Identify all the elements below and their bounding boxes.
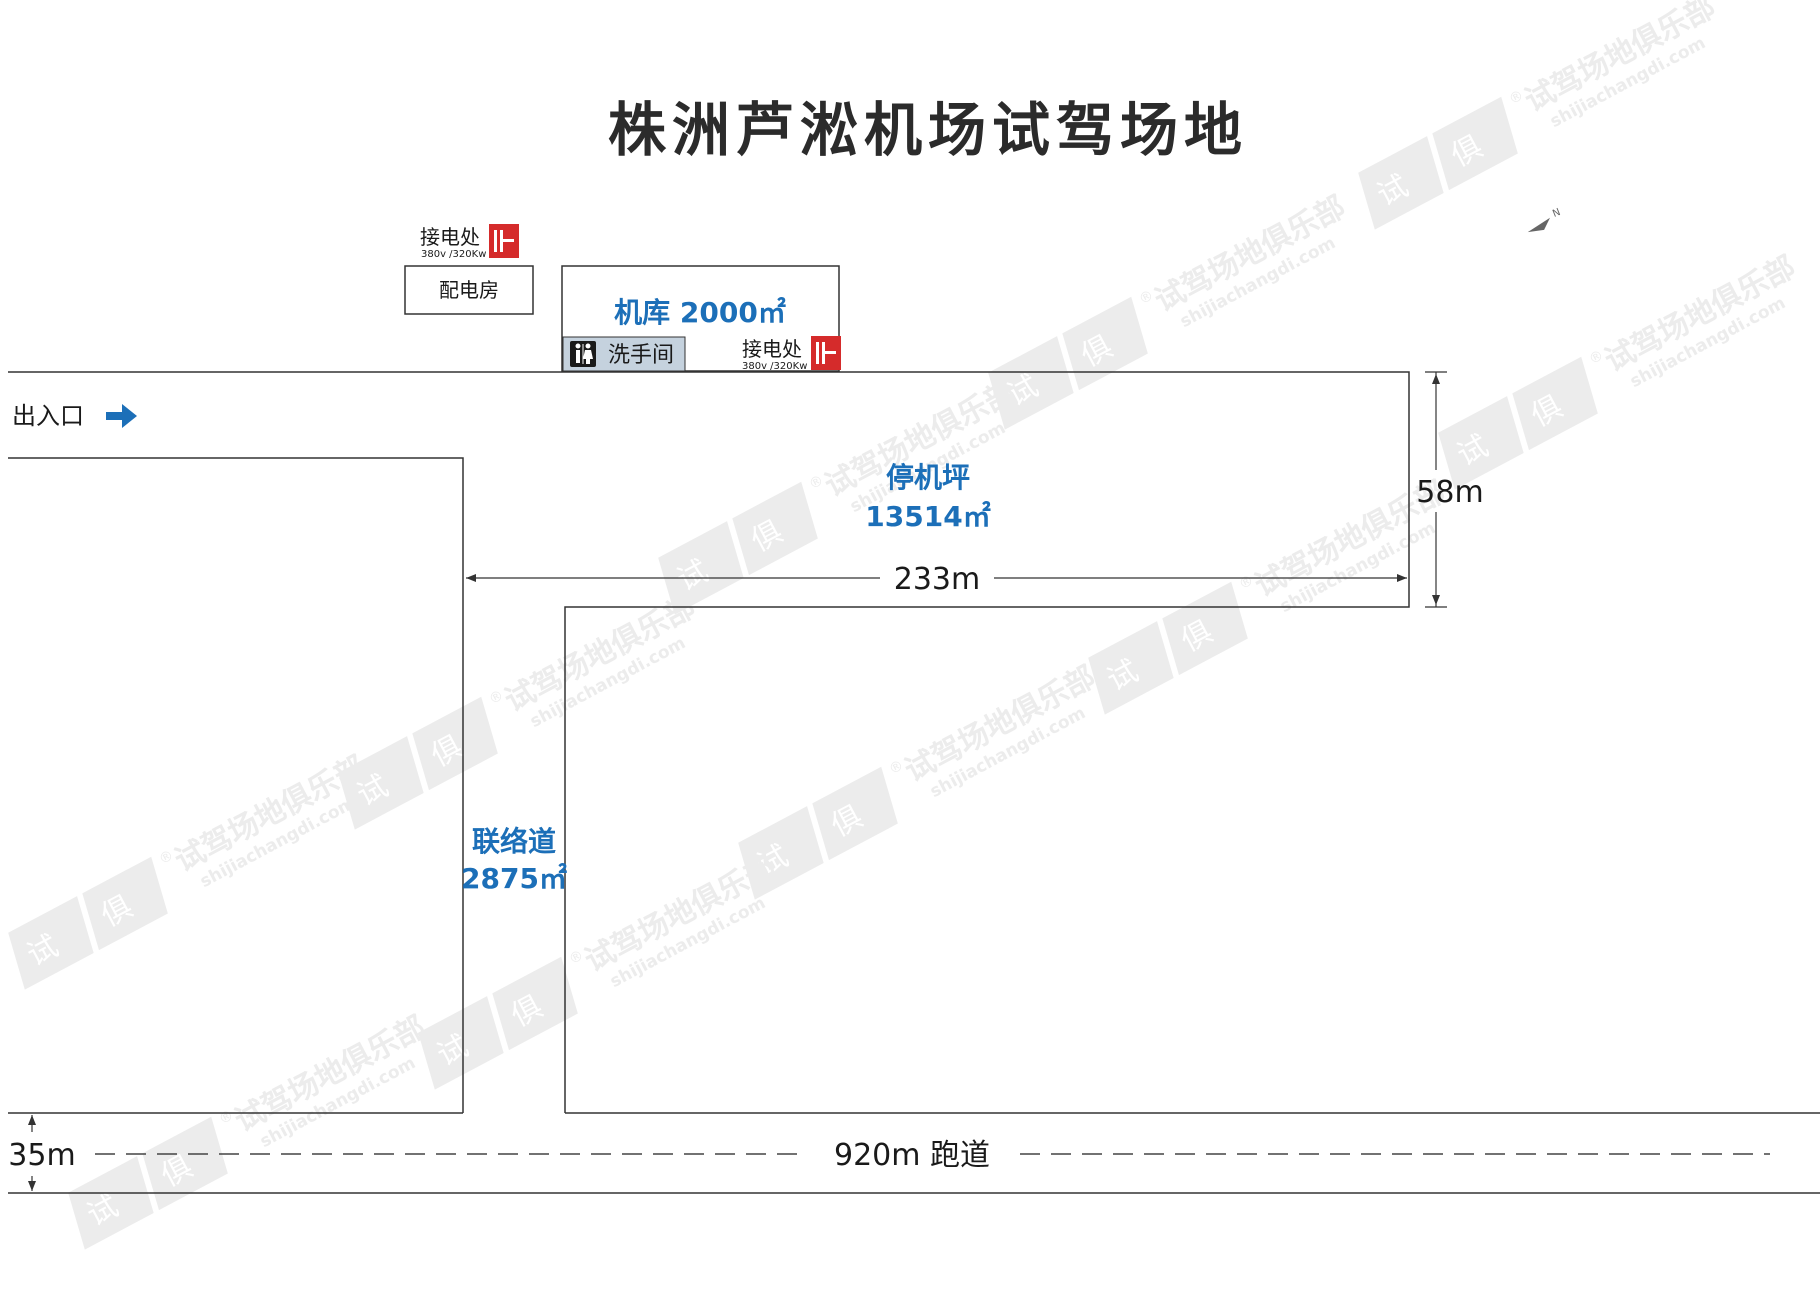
watermark-logo-icon — [988, 296, 1148, 430]
power-room-label: 配电房 — [439, 278, 499, 302]
restroom-label: 洗手间 — [608, 343, 674, 368]
power-point-2: 接电处 380v /320Kw — [742, 336, 841, 372]
watermark-logo-icon — [8, 856, 168, 990]
runway-label: 920m 跑道 — [834, 1138, 990, 1173]
taxiway-name: 联络道 — [472, 825, 556, 858]
watermark-registered-mark: ® — [487, 687, 507, 708]
power-socket-icon — [811, 336, 841, 370]
power-socket-icon — [489, 224, 519, 258]
apron-area: 13514㎡ — [865, 500, 990, 533]
watermark-logo-icon — [658, 481, 818, 615]
apron-outline — [8, 371, 1410, 1113]
compass-label: N — [1551, 207, 1562, 220]
power-point-2-spec: 380v /320Kw — [742, 361, 807, 372]
watermark-logo-icon — [1438, 356, 1598, 490]
apron-height-dimension: 58m — [1416, 371, 1484, 608]
apron-width-dimension: 233m — [466, 562, 1407, 597]
watermark-logo-icon — [418, 956, 578, 1090]
watermark-logo-icon — [68, 1116, 228, 1250]
runway-width-dimension: 35m — [8, 1115, 76, 1191]
power-point-1: 接电处 380v /320Kw — [420, 224, 519, 260]
north-arrow-icon: N — [1527, 207, 1562, 233]
watermark-logo-icon — [1088, 581, 1248, 715]
watermark-logo-icon — [1358, 96, 1518, 230]
watermark-logo-icon — [738, 766, 898, 900]
restroom-icon — [570, 341, 596, 367]
watermark-registered-mark: ® — [887, 757, 907, 778]
power-point-1-label: 接电处 — [420, 225, 480, 249]
watermark-logo-icon — [338, 696, 498, 830]
arrow-right-icon — [106, 404, 137, 428]
watermark-layer: 试俱®试驾场地俱乐部shijiachangdi.com试俱®试驾场地俱乐部shi… — [8, 0, 1801, 1250]
watermark-registered-mark: ® — [1587, 347, 1607, 368]
taxiway-area: 2875㎡ — [461, 862, 567, 895]
entrance-label: 出入口 — [12, 402, 84, 430]
power-point-2-label: 接电处 — [742, 337, 802, 361]
apron-name: 停机坪 — [886, 461, 970, 494]
apron-width-label: 233m — [894, 562, 980, 597]
watermark-registered-mark: ® — [807, 472, 827, 493]
runway-centerline: 920m 跑道 — [95, 1138, 1770, 1173]
watermark-registered-mark: ® — [1507, 87, 1527, 108]
watermark-registered-mark: ® — [567, 947, 587, 968]
taxiway-outline — [8, 457, 464, 1113]
ground-outlines — [8, 371, 1820, 1194]
apron-height-label: 58m — [1416, 475, 1483, 510]
entrance: 出入口 — [12, 402, 137, 430]
power-room: 配电房 — [404, 265, 534, 315]
restroom: 洗手间 — [562, 336, 686, 372]
power-point-1-spec: 380v /320Kw — [421, 249, 486, 260]
runway-width-label: 35m — [8, 1138, 75, 1173]
watermark-registered-mark: ® — [157, 847, 177, 868]
hangar-label: 机库 2000㎡ — [614, 296, 786, 329]
watermark-registered-mark: ® — [1137, 287, 1157, 308]
page-title: 株洲芦淞机场试驾场地 — [608, 96, 1248, 164]
